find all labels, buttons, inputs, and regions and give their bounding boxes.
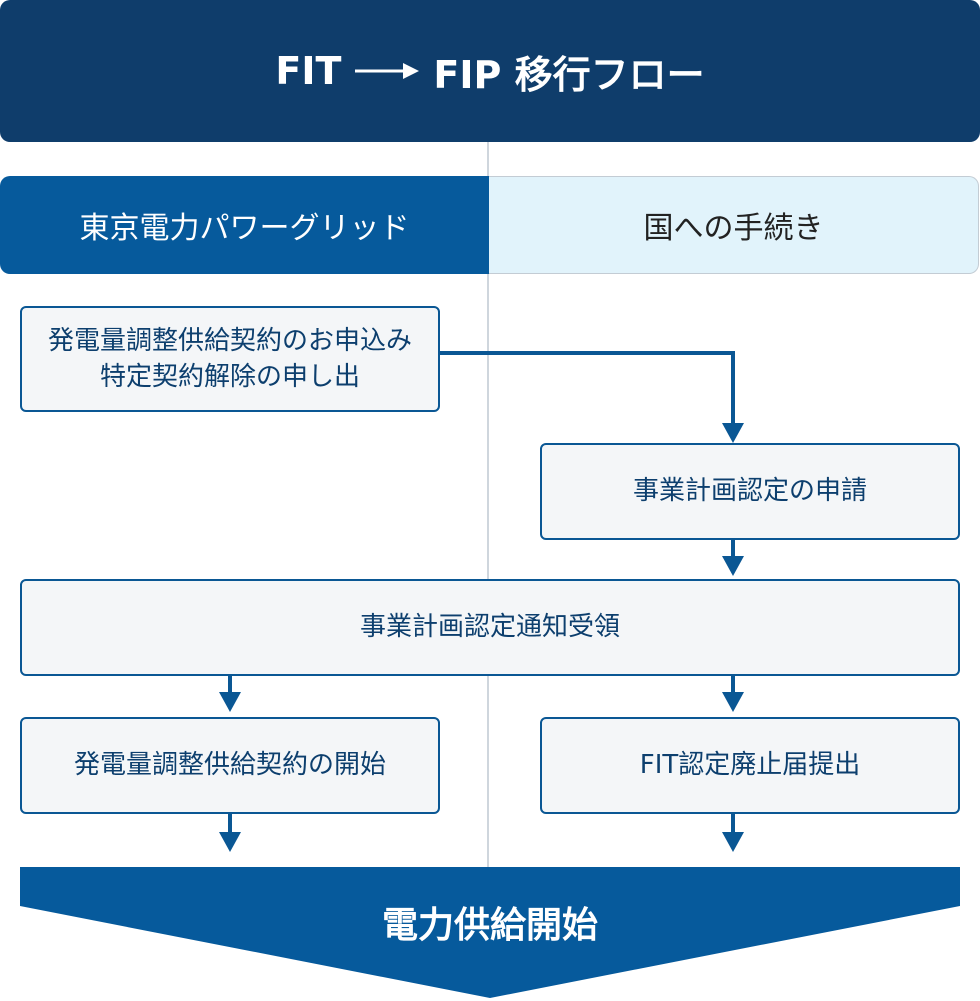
arrow-contract-to-application [438,351,735,425]
final-step-label: 電力供給開始 [381,905,598,946]
column-header-left: 東京電力パワーグリッド [0,176,489,274]
step-contract-request: 発電量調整供給契約のお申込み 特定契約解除の申し出 [20,306,440,412]
arrow-right-icon [355,63,420,79]
step-contract-start: 発電量調整供給契約の開始 [20,717,440,814]
final-chevron-shape [20,867,960,998]
arrowhead [722,692,744,712]
step-business-plan-application-label: 事業計画認定の申請 [632,476,867,507]
step-contract-request-line2: 特定契約解除の申し出 [99,362,360,392]
arrowhead [219,692,241,712]
step-certification-notice: 事業計画認定通知受領 [20,579,960,676]
arrowhead [722,423,744,443]
step-fit-abolition-label: FIT認定廃止届提出 [639,750,861,781]
step-contract-request-line1: 発電量調整供給契約のお申込み [47,325,412,356]
step-contract-start-label: 発電量調整供給契約の開始 [73,750,386,781]
flow-title: FIT FIP 移行フロー [0,0,980,142]
arrowhead [722,832,744,852]
step-fit-abolition: FIT認定廃止届提出 [540,717,960,814]
title-fip: FIP 移行フロー [433,52,705,97]
center-divider [487,142,489,867]
column-header-right: 国への手続き [489,176,979,274]
step-certification-notice-label: 事業計画認定通知受領 [359,612,620,643]
arrowhead [722,556,744,576]
arrowhead [219,832,241,852]
step-business-plan-application: 事業計画認定の申請 [540,443,960,540]
title-fit: FIT [275,49,342,93]
